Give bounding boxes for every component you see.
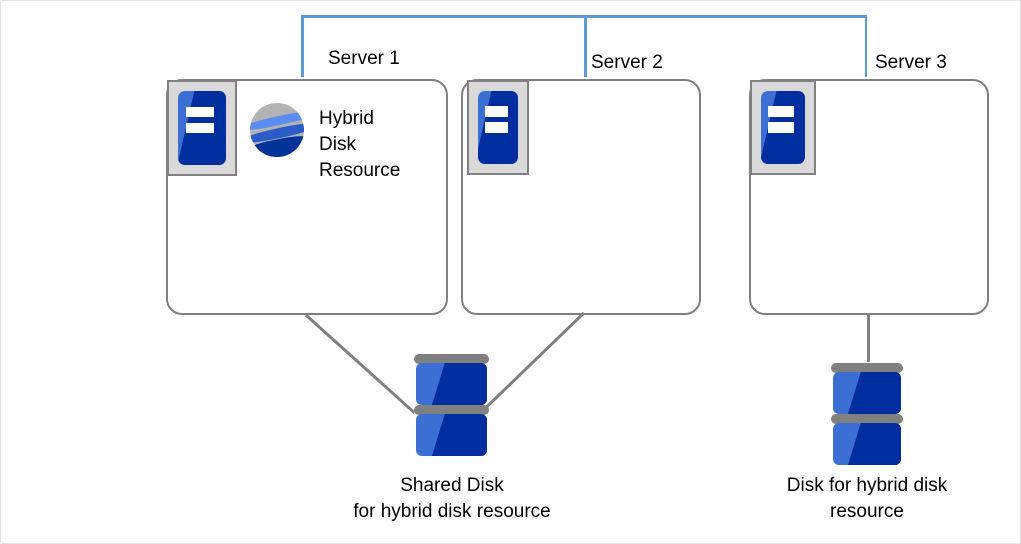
server-chassis	[478, 91, 518, 164]
shared-disk-caption: Shared Disk for hybrid disk resource	[353, 475, 551, 522]
server-slot-bar	[186, 122, 214, 134]
server-slot-bar	[768, 122, 794, 133]
disk-plate-middle	[414, 405, 489, 415]
disk-body-lower	[833, 423, 901, 465]
hybrid-disk-resource-label: Hybrid Disk Resource	[319, 108, 401, 181]
disk-body-upper	[833, 372, 901, 414]
server-slot-bar	[186, 106, 214, 117]
hybrid-disk-caption: Disk for hybrid disk resource	[786, 475, 948, 522]
server-slot-bar	[484, 106, 508, 117]
connector-server1-to-shared-disk	[305, 314, 416, 414]
server-1-label: Server 1	[328, 48, 400, 69]
disk-plate-top	[831, 363, 903, 373]
server-3-label: Server 3	[875, 52, 947, 73]
server-slot-bar	[768, 106, 794, 117]
server-1-rack-icon	[167, 80, 237, 176]
server-2-label: Server 2	[591, 52, 663, 73]
disk-plate-top	[414, 354, 489, 364]
disk-plate-middle	[831, 414, 903, 424]
connector-server3-to-hybrid-disk	[867, 314, 870, 362]
globe-icon	[250, 103, 304, 157]
bracket-drop-server-2	[584, 15, 587, 77]
server-chassis	[178, 91, 226, 165]
hybrid-disk-stack-icon	[831, 363, 903, 465]
server-chassis	[761, 91, 805, 164]
bracket-drop-server-3	[864, 15, 867, 77]
disk-body-upper	[416, 363, 487, 405]
server-2-rack-icon	[467, 80, 529, 175]
connector-server2-to-shared-disk	[484, 312, 585, 410]
server-slot-bar	[484, 122, 508, 133]
shared-disk-stack-icon	[414, 354, 489, 456]
server-3-rack-icon	[750, 80, 816, 175]
bracket-drop-server-1	[301, 15, 304, 77]
disk-body-lower	[416, 414, 487, 456]
